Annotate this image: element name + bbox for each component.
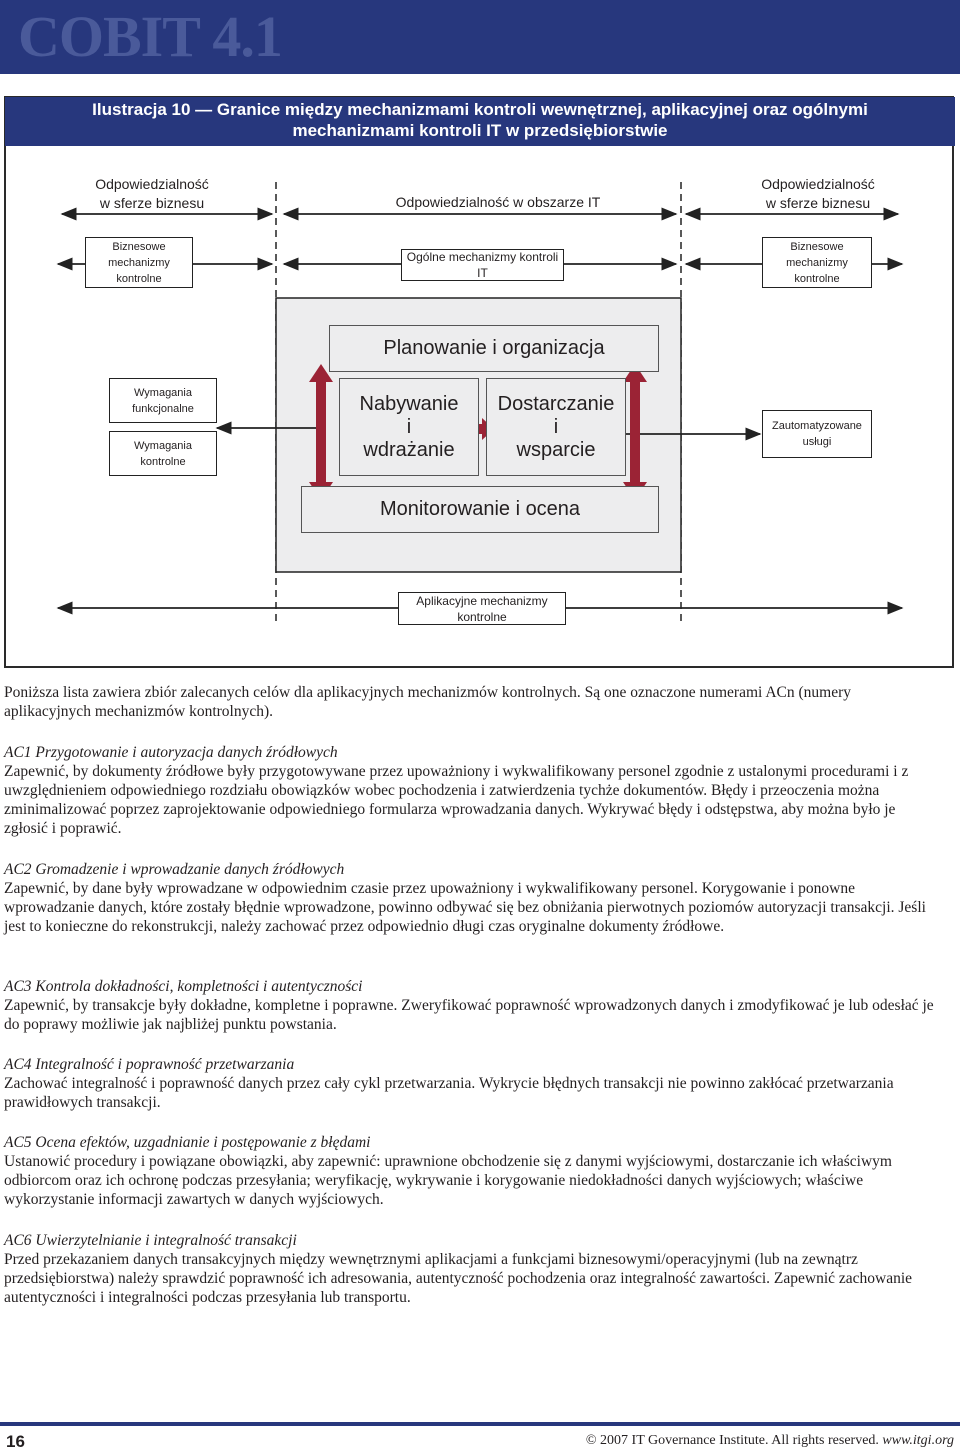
footer-rule (0, 1422, 960, 1426)
section-heading: AC3 Kontrola dokładności, kompletności i… (4, 978, 363, 995)
automated-services-box: Zautomatyzowane usługi (762, 410, 872, 458)
section-text: Zapewnić, by transakcje były dokładne, k… (4, 997, 934, 1033)
application-controls-box: Aplikacyjne mechanizmy kontrolne (398, 592, 566, 625)
section-heading: AC4 Integralność i poprawność przetwarza… (4, 1056, 295, 1073)
functional-requirements-box: Wymagania funkcjonalne (109, 378, 217, 423)
section-text: Zapewnić, by dane były wprowadzane w odp… (4, 880, 926, 935)
section-ac5: AC5 Ocena efektów, uzgadnianie i postępo… (4, 1133, 939, 1209)
section-heading: AC6 Uwierzytelnianie i integralność tran… (4, 1232, 297, 1249)
cobit-logo: COBIT 4.1 (18, 4, 283, 69)
section-ac3: AC3 Kontrola dokładności, kompletności i… (4, 977, 939, 1034)
section-ac2: AC2 Gromadzenie i wprowadzanie danych źr… (4, 860, 939, 936)
section-heading: AC1 Przygotowanie i autoryzacja danych ź… (4, 744, 338, 761)
business-controls-right-box: Biznesowe mechanizmy kontrolne (762, 237, 872, 288)
left-header-label: Odpowiedzialność w sferze biznesu (95, 176, 209, 211)
section-text: Ustanowić procedury i powiązane obowiązk… (4, 1153, 892, 1208)
page-number: 16 (6, 1432, 25, 1451)
section-text: Zapewnić, by dokumenty źródłowe były prz… (4, 763, 909, 837)
banner-divider (0, 74, 960, 76)
plan-organize-box: Planowanie i organizacja (329, 325, 659, 372)
figure-title-line1: Ilustracja 10 — Granice między mechanizm… (92, 100, 868, 119)
center-header-label: Odpowiedzialność w obszarze IT (395, 194, 601, 210)
section-text: Przed przekazaniem danych transakcyjnych… (4, 1251, 913, 1306)
section-ac4: AC4 Integralność i poprawność przetwarza… (4, 1055, 939, 1112)
section-heading: AC5 Ocena efektów, uzgadnianie i postępo… (4, 1134, 371, 1151)
business-controls-left-box: Biznesowe mechanizmy kontrolne (85, 237, 193, 288)
section-ac6: AC6 Uwierzytelnianie i integralność tran… (4, 1231, 939, 1307)
figure-title-bar (5, 97, 955, 146)
section-text: Zachować integralność i poprawność danyc… (4, 1075, 894, 1111)
deliver-support-box: Dostarczanie i wsparcie (486, 378, 626, 476)
section-heading: AC2 Gromadzenie i wprowadzanie danych źr… (4, 861, 345, 878)
copyright-text: © 2007 IT Governance Institute. All righ… (585, 1433, 879, 1448)
monitor-evaluate-box: Monitorowanie i ocena (301, 486, 659, 533)
general-it-controls-box: Ogólne mechanizmy kontroli IT (401, 249, 564, 281)
control-requirements-box: Wymagania kontrolne (109, 431, 217, 476)
section-ac1: AC1 Przygotowanie i autoryzacja danych ź… (4, 743, 939, 838)
acquire-implement-box: Nabywanie i wdrażanie (339, 378, 479, 476)
figure-title: Ilustracja 10 — Granice między mechanizm… (5, 99, 955, 141)
right-header-label: Odpowiedzialność w sferze biznesu (761, 176, 875, 211)
figure-title-line2: mechanizmami kontroli IT w przedsiębiors… (292, 121, 668, 140)
website-link[interactable]: www.itgi.org (882, 1433, 954, 1448)
top-banner: COBIT 4.1 (0, 0, 960, 74)
copyright-notice: © 2007 IT Governance Institute. All righ… (586, 1433, 954, 1449)
intro-paragraph: Poniższa lista zawiera zbiór zalecanych … (4, 684, 852, 720)
